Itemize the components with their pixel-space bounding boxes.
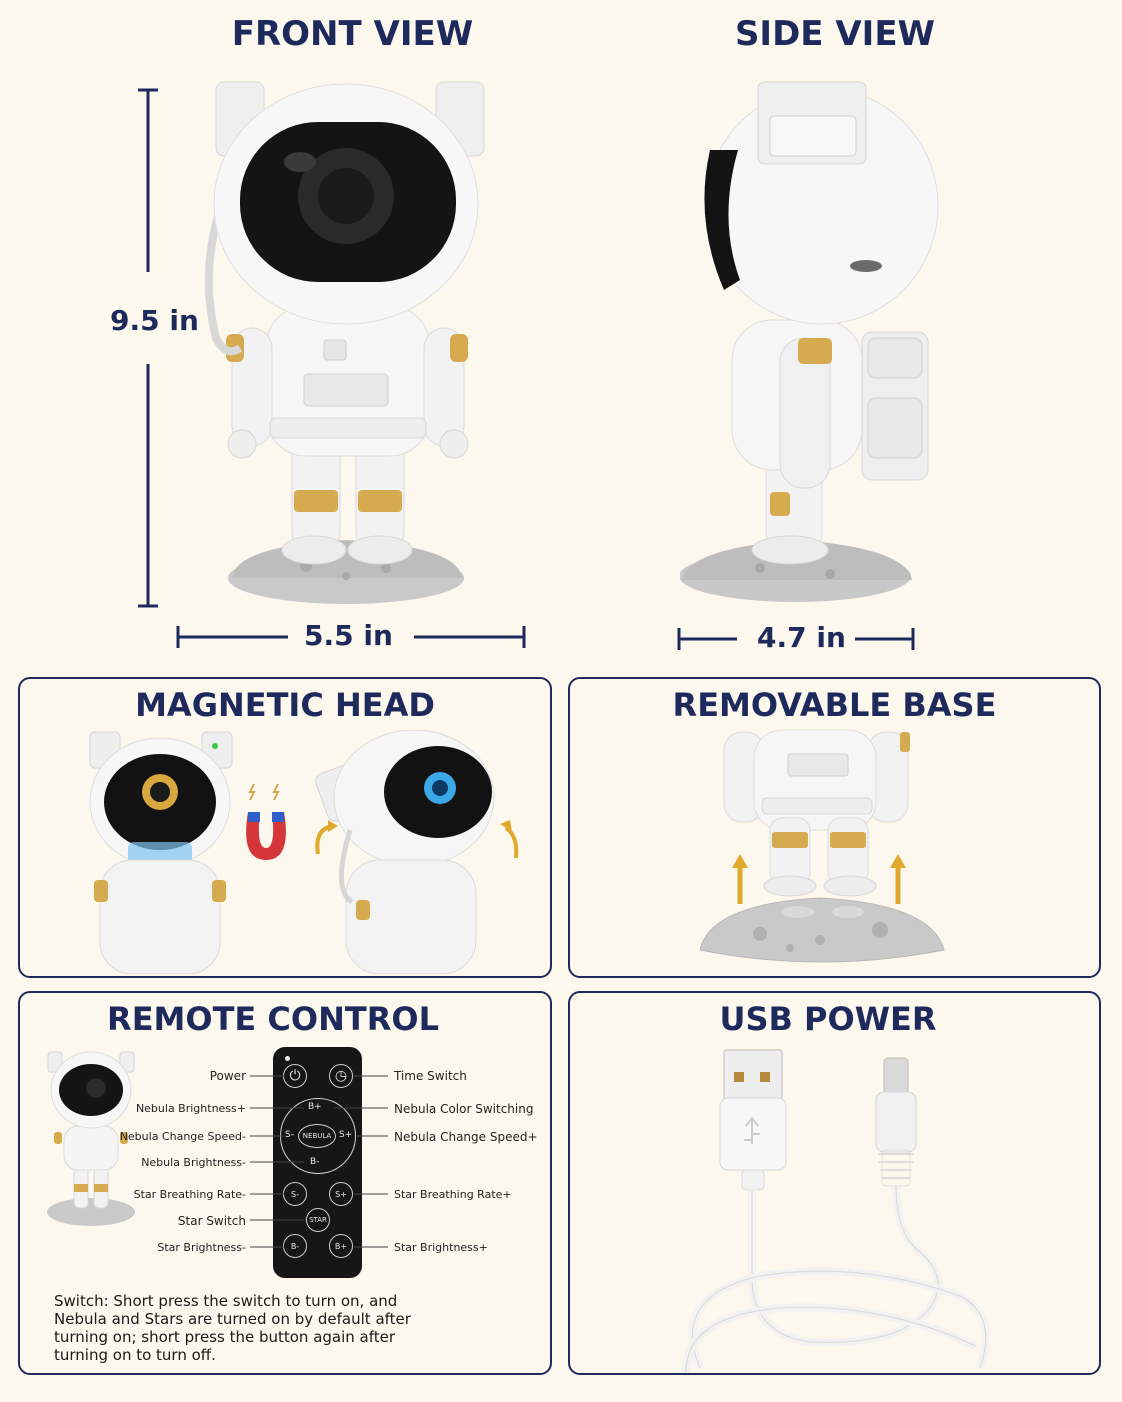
label-time-switch: Time Switch [394,1069,467,1083]
front-view-title: FRONT VIEW [231,14,474,54]
label-nebula-change-speed-minus: Nebula Change Speed- [119,1130,246,1143]
side-astronaut-image [680,81,939,602]
front-width-dimension-line [176,626,526,648]
label-nebula-change-speed-plus: Nebula Change Speed+ [394,1130,538,1144]
star-brightness-minus-button[interactable]: B- [283,1234,307,1258]
nebula-center-button[interactable]: NEBULA [298,1124,336,1148]
star-switch-button[interactable]: STAR [306,1208,330,1232]
label-star-brightness-plus: Star Brightness+ [394,1241,488,1254]
nebula-b-plus-button[interactable]: B+ [308,1102,322,1112]
label-star-breathing-rate-minus: Star Breathing Rate- [133,1188,246,1201]
front-astronaut-image [204,81,485,604]
magnetic-head-image [89,730,519,974]
label-star-breathing-rate-plus: Star Breathing Rate+ [394,1188,512,1201]
side-width-dimension-line [677,628,915,650]
remote-switch-note: Switch: Short press the switch to turn o… [54,1292,411,1364]
magnetic-head-title: MAGNETIC HEAD [135,686,435,724]
removable-base-title: REMOVABLE BASE [672,686,997,724]
nebula-s-plus-button[interactable]: S+ [339,1130,353,1140]
star-breathing-plus-button[interactable]: S+ [329,1182,353,1206]
remote-led-indicator [285,1056,290,1061]
usb-power-title: USB POWER [719,1000,937,1038]
label-nebula-color-switching: Nebula Color Switching [394,1102,534,1116]
remote-astronaut-image [47,1051,135,1226]
remote-callout-lines [250,1075,388,1248]
label-star-brightness-minus: Star Brightness- [157,1241,246,1254]
time-switch-button[interactable]: ◷ [329,1064,353,1088]
removable-base-image [700,729,945,963]
nebula-s-minus-button[interactable]: S- [285,1130,294,1140]
height-label: 9.5 in [110,304,199,337]
label-power: Power [209,1069,246,1083]
usb-cable-image [682,1049,990,1372]
label-nebula-brightness-minus: Nebula Brightness- [141,1156,246,1169]
nebula-b-minus-button[interactable]: B- [310,1157,320,1167]
height-dimension-line [138,88,158,608]
remote-control-title: REMOTE CONTROL [107,1000,439,1038]
side-view-title: SIDE VIEW [734,14,936,54]
label-nebula-brightness-plus: Nebula Brightness+ [135,1102,246,1115]
label-star-switch: Star Switch [177,1214,246,1228]
front-width-label: 5.5 in [304,619,393,652]
side-width-label: 4.7 in [757,621,846,654]
star-brightness-plus-button[interactable]: B+ [329,1234,353,1258]
